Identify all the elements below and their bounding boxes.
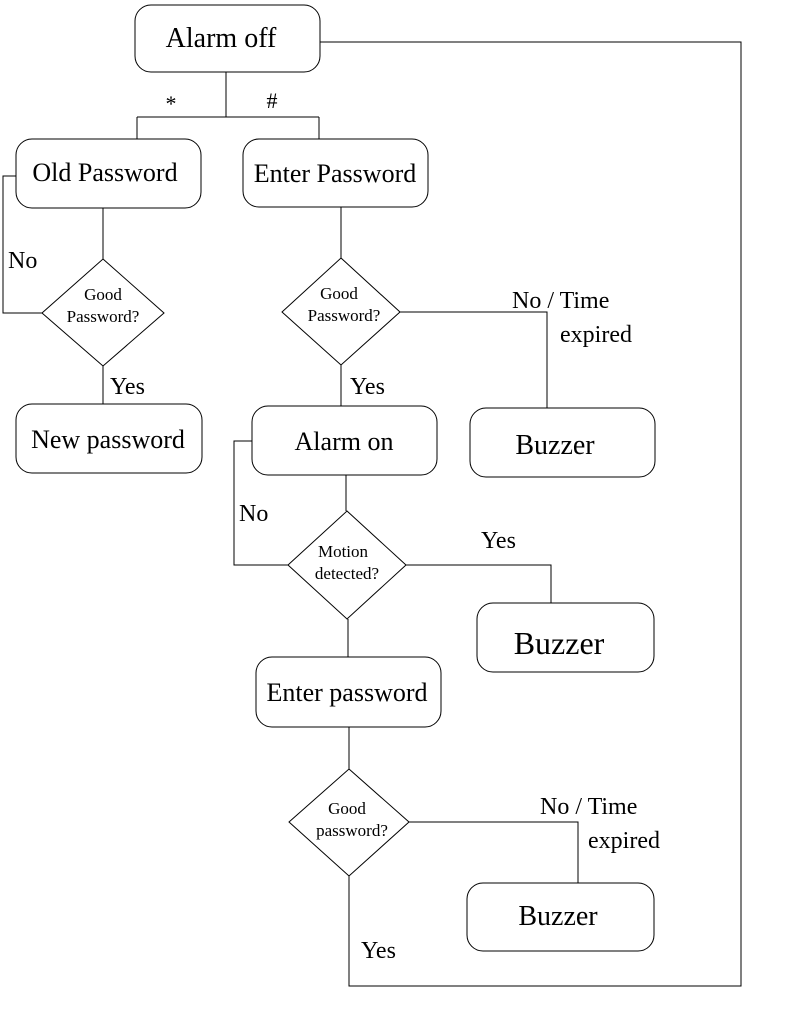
- edge-mid-check-no: [400, 311, 548, 408]
- node-motion-detected-line2: detected?: [315, 564, 379, 583]
- node-good-password-mid-line2: Password?: [308, 306, 381, 325]
- node-motion-detected: Motion detected?: [287, 510, 407, 620]
- node-good-password-bottom-line2: password?: [316, 821, 388, 840]
- node-good-password-bottom: Good password?: [288, 768, 410, 877]
- label-no-time-1-line2: expired: [560, 322, 632, 348]
- node-enter-password-top-label: Enter Password: [254, 159, 416, 188]
- node-good-password-mid: Good Password?: [281, 257, 401, 366]
- label-no-time-1-line1: No / Time: [512, 288, 609, 314]
- node-good-password-bottom-line1: Good: [328, 799, 366, 818]
- node-alarm-off: Alarm off: [134, 4, 321, 73]
- label-yes-left: Yes: [110, 374, 145, 400]
- edge-motion-no-loop: [233, 440, 288, 566]
- node-good-password-left-line2: Password?: [67, 307, 140, 326]
- node-enter-password-bottom-label: Enter password: [266, 678, 427, 707]
- node-old-password: Old Password: [15, 138, 202, 209]
- node-old-password-label: Old Password: [32, 158, 177, 187]
- node-alarm-off-label: Alarm off: [166, 23, 277, 54]
- node-alarm-on: Alarm on: [251, 405, 438, 476]
- node-buzzer-2: Buzzer: [476, 602, 655, 673]
- node-buzzer-2-label: Buzzer: [514, 625, 605, 661]
- node-good-password-left-line1: Good: [84, 285, 122, 304]
- edge-left-check-no-loop: [2, 175, 42, 314]
- label-yes-motion: Yes: [481, 528, 516, 554]
- node-buzzer-3-label: Buzzer: [518, 901, 598, 932]
- node-new-password-label: New password: [31, 425, 185, 454]
- edge-bottom-check-no: [409, 821, 579, 883]
- node-good-password-mid-line1: Good: [320, 284, 358, 303]
- edge-labels: * # No Yes Yes No / Time expired No Yes …: [8, 88, 660, 964]
- edge-bottom-check-yes-loop: [320, 41, 742, 987]
- node-enter-password-top: Enter Password: [242, 138, 429, 208]
- label-no-left: No: [8, 248, 37, 274]
- label-hash: #: [267, 88, 278, 113]
- node-buzzer-3: Buzzer: [466, 882, 655, 952]
- node-buzzer-1: Buzzer: [469, 407, 656, 478]
- label-no-motion: No: [239, 501, 268, 527]
- edge-alarm-off-split: [136, 72, 320, 139]
- nodes: Alarm off Old Password Enter Password Go…: [15, 4, 656, 952]
- label-no-time-2-line2: expired: [588, 828, 660, 854]
- edge-motion-yes: [406, 564, 552, 603]
- label-yes-mid: Yes: [350, 374, 385, 400]
- label-yes-bottom: Yes: [361, 938, 396, 964]
- label-no-time-2-line1: No / Time: [540, 794, 637, 820]
- node-good-password-left: Good Password?: [41, 258, 165, 367]
- node-enter-password-bottom: Enter password: [255, 656, 442, 728]
- label-star: *: [166, 91, 177, 116]
- node-alarm-on-label: Alarm on: [295, 427, 394, 456]
- node-buzzer-1-label: Buzzer: [515, 430, 595, 461]
- node-motion-detected-line1: Motion: [318, 542, 369, 561]
- edges: [2, 41, 742, 987]
- node-new-password: New password: [15, 403, 203, 474]
